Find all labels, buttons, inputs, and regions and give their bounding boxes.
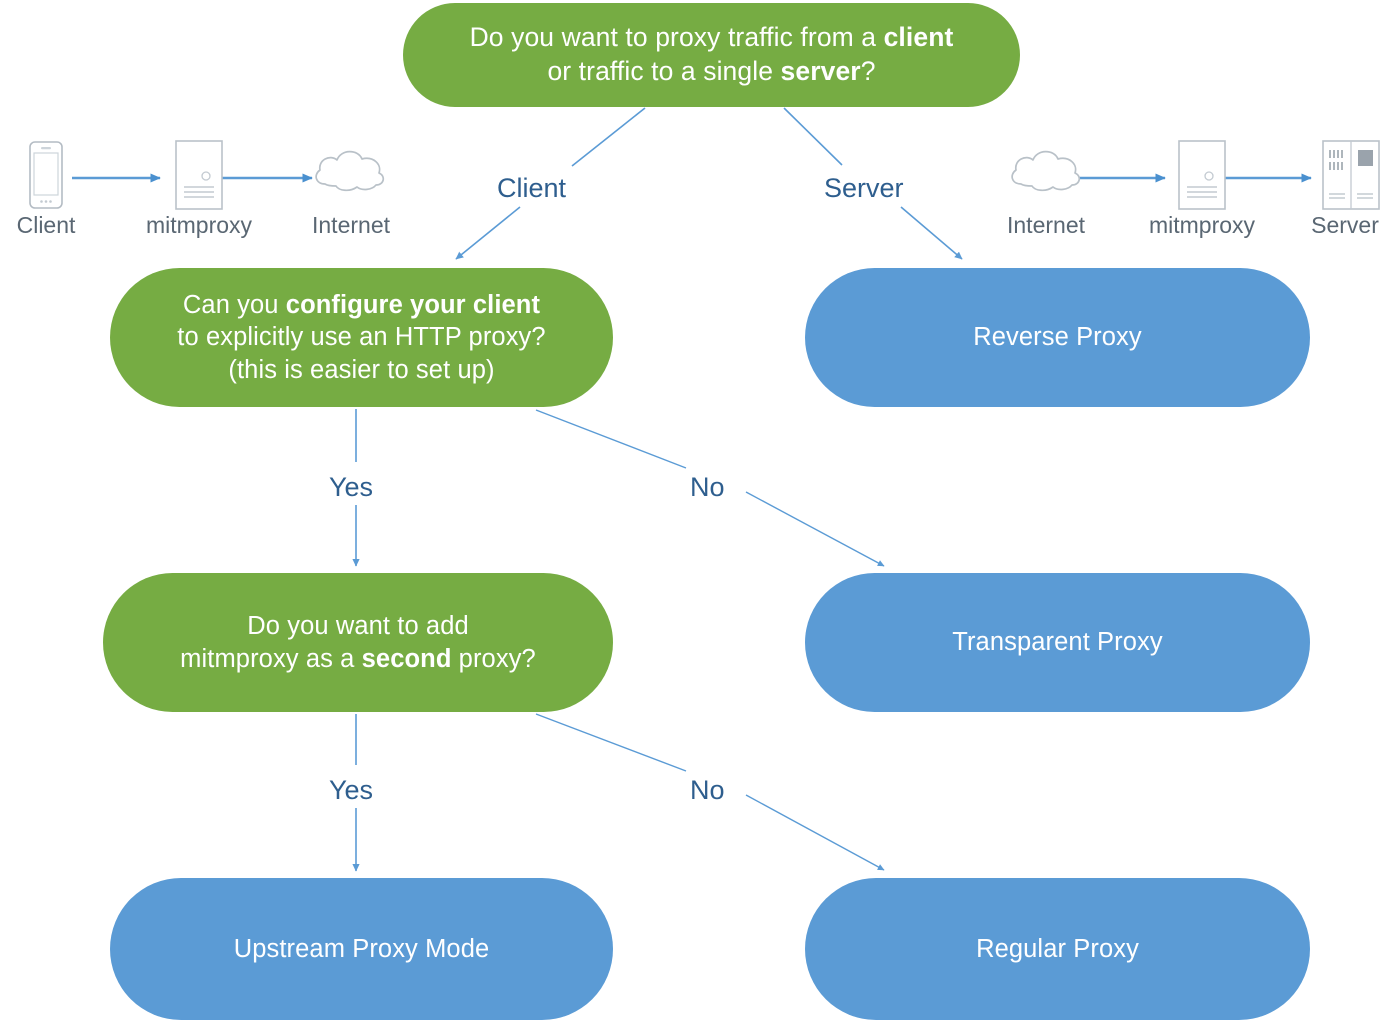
illustration-caption-server: Server xyxy=(1311,212,1379,238)
mitmproxy-icon xyxy=(175,140,223,210)
cloud-icon xyxy=(315,150,385,192)
node-transparent-proxy[interactable]: Transparent Proxy xyxy=(805,573,1310,712)
node-transparent-text: Transparent Proxy xyxy=(952,628,1163,657)
node-root-question[interactable]: Do you want to proxy traffic from a clie… xyxy=(403,3,1020,107)
edge-label-no-second: No xyxy=(690,775,725,805)
illustration-caption-mitmproxy: mitmproxy xyxy=(145,212,253,238)
edge-label-server: Server xyxy=(824,173,904,203)
edge-label-no-configure: No xyxy=(690,472,725,502)
node-regular-text: Regular Proxy xyxy=(976,934,1139,963)
illustration-server-flow: Internet mitmproxy Server xyxy=(985,136,1392,246)
illustration-caption-internet: Internet xyxy=(312,212,390,238)
node-upstream-text: Upstream Proxy Mode xyxy=(233,934,490,963)
node-upstream-proxy-mode[interactable]: Upstream Proxy Mode xyxy=(110,878,613,1020)
edge-label-client: Client xyxy=(497,173,567,203)
illustration-caption-client: Client xyxy=(16,212,76,238)
edge-label-yes-configure: Yes xyxy=(329,472,374,502)
mitmproxy-icon xyxy=(1178,140,1226,210)
server-rack-icon xyxy=(1322,140,1380,210)
node-root-text: Do you want to proxy traffic from a clie… xyxy=(469,22,954,86)
node-reverse-proxy[interactable]: Reverse Proxy xyxy=(805,268,1310,407)
cloud-icon xyxy=(1011,150,1081,192)
edge-label-yes-second: Yes xyxy=(329,775,374,805)
node-reverse-text: Reverse Proxy xyxy=(973,323,1142,352)
node-regular-proxy[interactable]: Regular Proxy xyxy=(805,878,1310,1020)
phone-icon xyxy=(29,141,63,209)
illustration-client-flow: Client mitmproxy Internet xyxy=(0,136,405,246)
illustration-caption-mitmproxy: mitmproxy xyxy=(1148,212,1256,238)
illustration-caption-internet: Internet xyxy=(1007,212,1085,238)
